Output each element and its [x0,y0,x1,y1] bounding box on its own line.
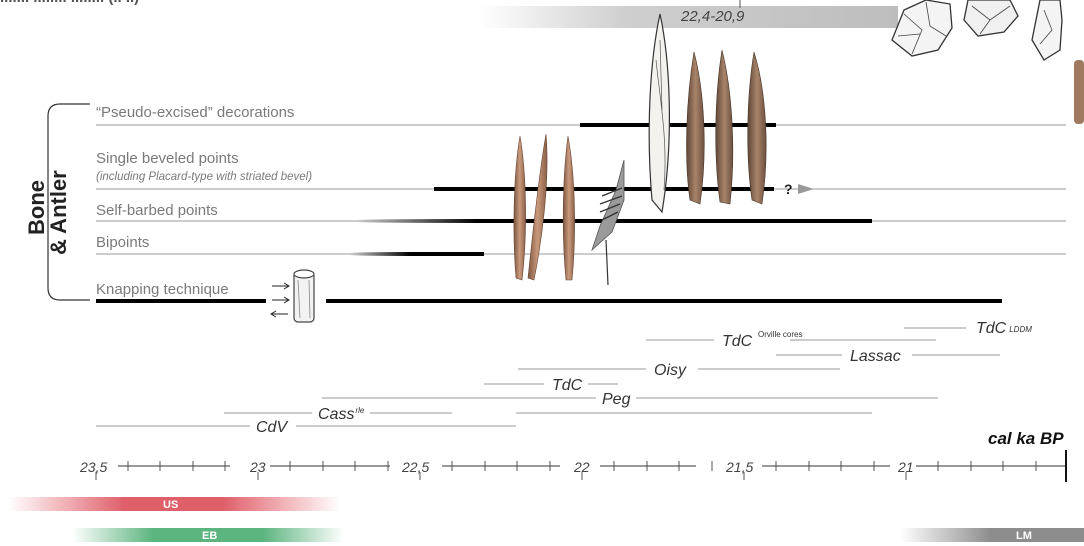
axis-tick-label: 23,5 [79,459,107,475]
site-label-oisy: Oisy [654,362,687,379]
partial-title: ....... ........ ........ (.. ..) [0,0,139,6]
minor-ticks [95,461,1037,480]
antler-point-icon [747,51,767,205]
uncertain-marker: ? [784,181,793,197]
site-label-cass: Cassrle [318,406,365,423]
category-label-knapping: Knapping technique [96,281,229,298]
axis-tick-label: 23 [249,459,266,475]
axis-tick-label: 21 [897,459,914,475]
side-label: Bone & Antler [24,170,71,255]
hafted-point-icon [591,159,625,286]
arrow-right-icon [798,184,814,194]
site-label-tdc-orville: TdC [722,333,753,350]
category-label-self-barbed: Self-barbed points [96,202,218,219]
site-label-tdc: TdC [552,377,583,394]
top-range-band [478,6,898,28]
flint-core-icon [1031,0,1063,61]
period-band-lm-label: LM [1016,530,1032,542]
range-bar-single-beveled [434,187,774,191]
svg-text:Bone: Bone [24,180,49,235]
range-bar-knapping-b [326,299,1002,303]
range-bar-self-barbed [476,219,872,223]
time-axis [95,450,1067,482]
bipoint-icon [562,135,575,281]
period-band-lm [900,528,1084,542]
bone-point-icon [527,133,548,281]
antler-point-icon [648,13,670,214]
range-bar-pseudo-excised [580,123,776,127]
axis-tick-label: 22 [573,459,590,475]
site-label-tdc-orville-sup: Orville cores [758,330,802,339]
category-sub-single-beveled: (including Placard-type with striated be… [96,171,312,183]
period-band-eb [72,528,344,542]
range-bar-bipoints [410,252,484,256]
svg-text:& Antler: & Antler [46,170,71,255]
side-label-line2: & Antler [46,170,71,255]
range-bar-knapping-a [96,299,266,303]
axis-tick-label: 22,5 [401,459,429,475]
period-band-us [8,497,340,511]
cropped-artifact-icon [1074,60,1084,124]
range-bar-fade-self-barbed [356,219,476,223]
range-bar-fade-bipoints [350,252,410,256]
period-band-eb-label: EB [202,530,217,542]
knapping-cylinder-icon [270,269,315,323]
bone-point-icon [513,135,526,281]
period-band-us-label: US [163,499,178,511]
antler-point-icon [686,51,705,205]
axis-unit-label: cal ka BP [988,429,1064,448]
flint-core-icon [891,0,953,57]
top-range-label: 22,4-20,9 [680,8,745,25]
category-label-bipoints: Bipoints [96,234,149,251]
side-label-line1: Bone [24,180,49,235]
site-label-cdv: CdV [256,419,288,436]
flint-core-icon [963,0,1019,37]
category-bracket [47,103,90,301]
antler-point-icon [715,49,734,205]
site-label-peg: Peg [602,391,631,408]
site-label-lassac: Lassac [850,348,901,365]
axis-tick-label: 21,5 [725,459,753,475]
category-label-single-beveled: Single beveled points [96,150,239,167]
category-label-pseudo-excised: “Pseudo-excised” decorations [96,104,294,121]
